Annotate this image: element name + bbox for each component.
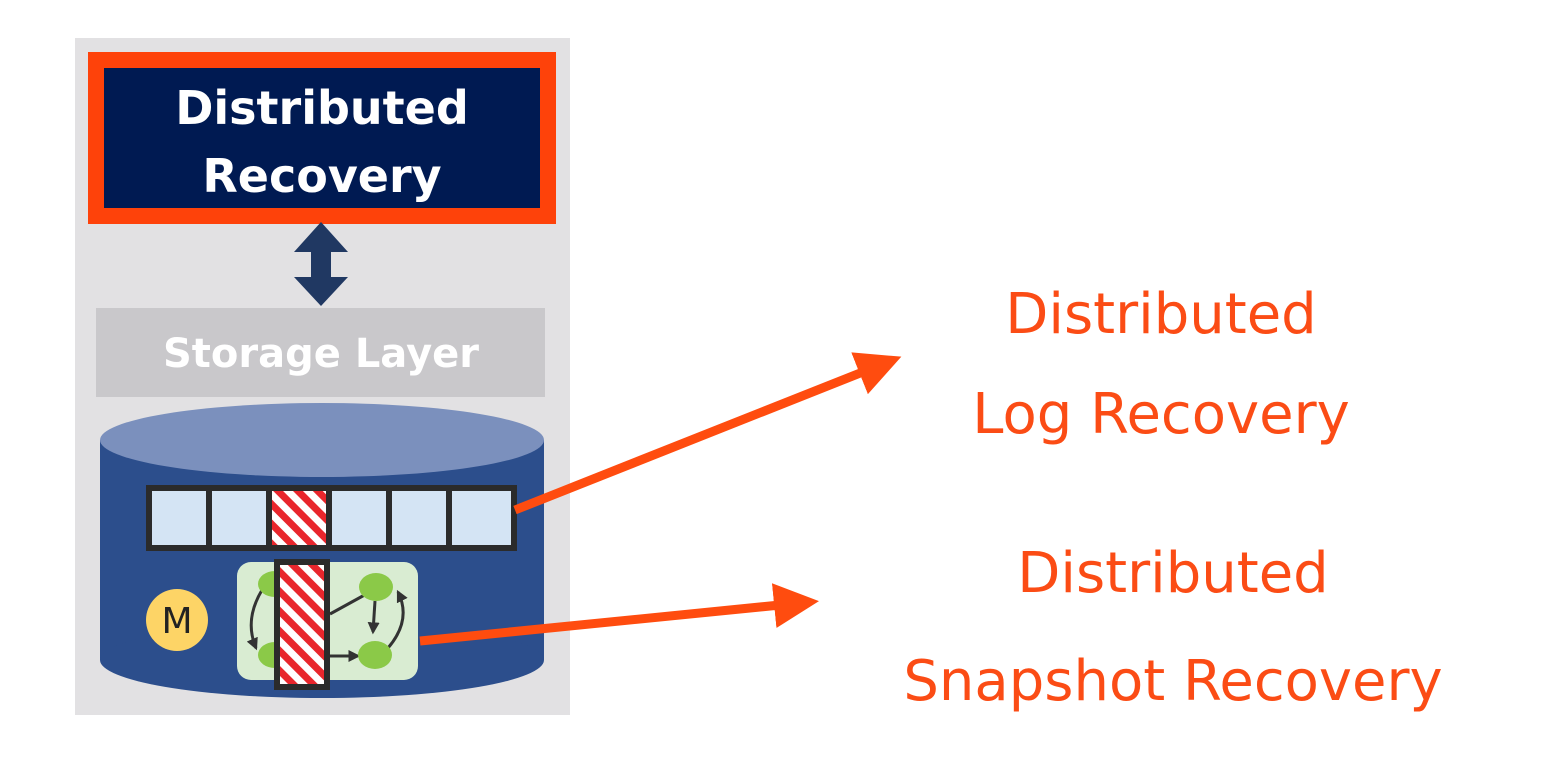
database-top	[100, 403, 544, 477]
snapshot-recovery-line2: Snapshot Recovery	[903, 649, 1442, 714]
log-recovery-line1: Distributed	[1005, 282, 1316, 347]
log-cell	[212, 491, 266, 545]
storage-layer-label: Storage Layer	[163, 331, 479, 377]
log-cell	[152, 491, 206, 545]
log-cell	[332, 491, 386, 545]
snapshot-recovery-label: Distributed Snapshot Recovery	[903, 541, 1442, 714]
graph-edge	[367, 600, 380, 635]
log-row	[146, 485, 517, 551]
log-cell-failed	[272, 491, 326, 545]
recovery-block-line1: Distributed	[175, 81, 469, 135]
log-recovery-line2: Log Recovery	[972, 382, 1349, 447]
log-recovery-arrow	[513, 352, 902, 515]
recovery-block: Distributed Recovery	[88, 52, 556, 224]
master-badge-label: M	[161, 601, 192, 642]
log-recovery-label: Distributed Log Recovery	[972, 282, 1349, 447]
log-cell	[392, 491, 446, 545]
double-arrow-icon	[294, 222, 348, 306]
graph-edge	[246, 589, 264, 651]
graph-node	[359, 573, 393, 601]
recovery-block-line2: Recovery	[202, 149, 441, 203]
failed-column	[274, 559, 330, 690]
snapshot-recovery-arrow	[419, 583, 819, 646]
master-badge: M	[146, 589, 208, 651]
storage-layer: Storage Layer	[96, 308, 545, 397]
master-badge-circle	[146, 589, 208, 651]
failed-column-stripes	[280, 565, 324, 684]
recovery-block-fill	[104, 68, 540, 208]
storage-layer-bar	[96, 308, 545, 397]
snapshot-recovery-line1: Distributed	[1017, 541, 1328, 606]
log-cell	[452, 491, 511, 545]
graph-edge	[386, 589, 408, 649]
graph-node	[358, 641, 392, 669]
